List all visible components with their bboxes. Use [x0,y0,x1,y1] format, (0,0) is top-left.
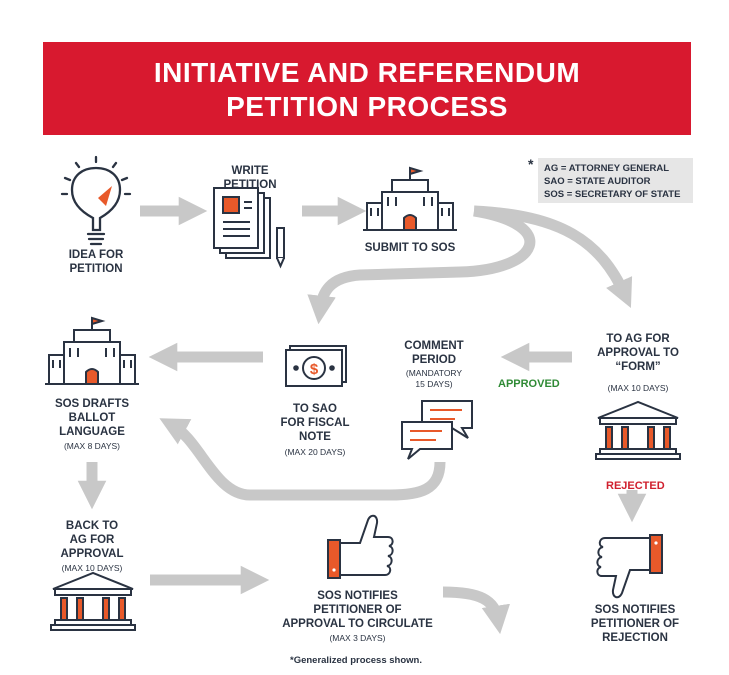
courthouse-icon [595,400,681,460]
legend-asterisk: * [528,156,534,172]
abbreviation-legend: * AG = ATTORNEY GENERAL SAO = STATE AUDI… [528,156,693,203]
arrow-submit-to-ag [473,205,633,309]
money-icon: $ [285,345,347,387]
rejected-label: REJECTED [606,480,665,492]
arrow-submit-to-sao [307,205,536,325]
pencil-icon [276,227,285,269]
document-icon [213,187,271,259]
title-banner: INITIATIVE AND REFERENDUM PETITION PROCE… [43,42,691,135]
thumbs-down-icon [596,534,663,599]
lightbulb-icon [60,155,132,246]
step-ag-form-label: TO AG FOR APPROVAL TO “FORM” [597,333,679,373]
step-comment-label: COMMENT PERIOD [404,340,464,366]
legend-item-sos: SOS = SECRETARY OF STATE [544,189,681,200]
capitol-building-icon [45,316,139,385]
step-submit-label: SUBMIT TO SOS [364,242,456,254]
step-sao-duration: (MAX 20 DAYS) [284,447,346,457]
step-rejection-label: SOS NOTIFIES PETITIONER OF REJECTION [590,604,680,644]
title-line-2: PETITION PROCESS [226,91,508,122]
step-sao-label: TO SAO FOR FISCAL NOTE [280,403,350,443]
step-circulate-label: SOS NOTIFIES PETITIONER OF APPROVAL TO C… [282,590,433,630]
legend-item-sao: SAO = STATE AUDITOR [544,176,651,187]
step-sos-drafts-label: SOS DRAFTS BALLOT LANGUAGE [54,398,130,438]
step-comment-duration: (MANDATORY 15 DAYS) [405,368,463,389]
thumbs-up-icon [327,514,394,579]
speech-bubbles-icon [401,400,473,460]
step-back-ag-label: BACK TO AG FOR APPROVAL [60,520,124,560]
legend-item-ag: AG = ATTORNEY GENERAL [544,163,670,174]
title-line-1: INITIATIVE AND REFERENDUM [153,57,581,88]
step-write-label: WRITE PETITION [223,165,277,191]
footnote: *Generalized process shown. [290,655,422,666]
capitol-building-icon [363,166,457,231]
svg-text:$: $ [310,361,319,378]
step-idea-label: IDEA FOR PETITION [68,249,124,275]
approved-label: APPROVED [498,378,560,390]
courthouse-icon [50,571,136,631]
step-back-ag-duration: (MAX 10 DAYS) [61,563,123,573]
arrow-circulate-continue [442,586,511,635]
arrow-comment-to-drafts [159,418,446,501]
step-sos-drafts-duration: (MAX 8 DAYS) [63,441,121,451]
step-circulate-duration: (MAX 3 DAYS) [329,633,386,643]
step-ag-form-duration: (MAX 10 DAYS) [607,383,669,393]
